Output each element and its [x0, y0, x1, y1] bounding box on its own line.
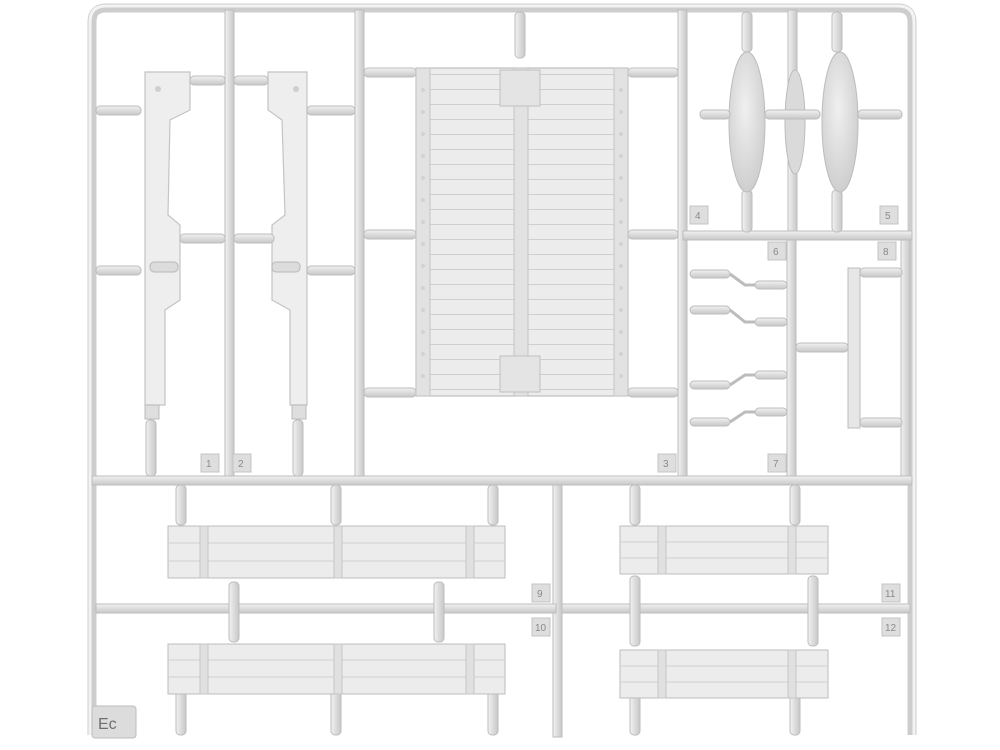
part-1-side-frame — [144, 71, 191, 420]
part-number-12: 12 — [885, 623, 897, 634]
part-10-board — [167, 643, 506, 695]
part-number-3: 3 — [663, 459, 669, 470]
part-11-board — [619, 525, 829, 575]
sprue-code-label: Ec — [98, 716, 117, 733]
sprue-frame-highlight — [88, 4, 916, 735]
part-number-7: 7 — [773, 459, 779, 470]
part-number-5: 5 — [885, 211, 891, 222]
part-number-2: 2 — [238, 459, 244, 470]
part-number-1: 1 — [206, 459, 212, 470]
part-number-9: 9 — [537, 589, 543, 600]
gates-vertical — [145, 11, 843, 736]
part-number-10: 10 — [535, 623, 547, 634]
part-number-6: 6 — [773, 247, 779, 258]
sprue-frame — [87, 3, 917, 735]
gates — [95, 67, 679, 398]
part-7-rods — [689, 269, 788, 427]
part-number-tags: 1 2 3 4 5 6 7 8 9 10 11 12 — [200, 205, 901, 637]
sprue-code-tag: Ec — [91, 705, 137, 739]
part-number-4: 4 — [695, 211, 701, 222]
part-number-11: 11 — [885, 589, 896, 600]
part-12-board — [619, 649, 829, 699]
part-4-wheel — [699, 51, 821, 193]
runners-horizontal — [91, 230, 913, 614]
part-number-8: 8 — [883, 247, 889, 258]
part-5-wheel — [821, 51, 903, 193]
part-3-floor-panel — [415, 67, 629, 397]
part-9-board — [167, 525, 506, 579]
part-2-side-frame — [267, 71, 308, 420]
part-8-bracket — [795, 267, 903, 429]
